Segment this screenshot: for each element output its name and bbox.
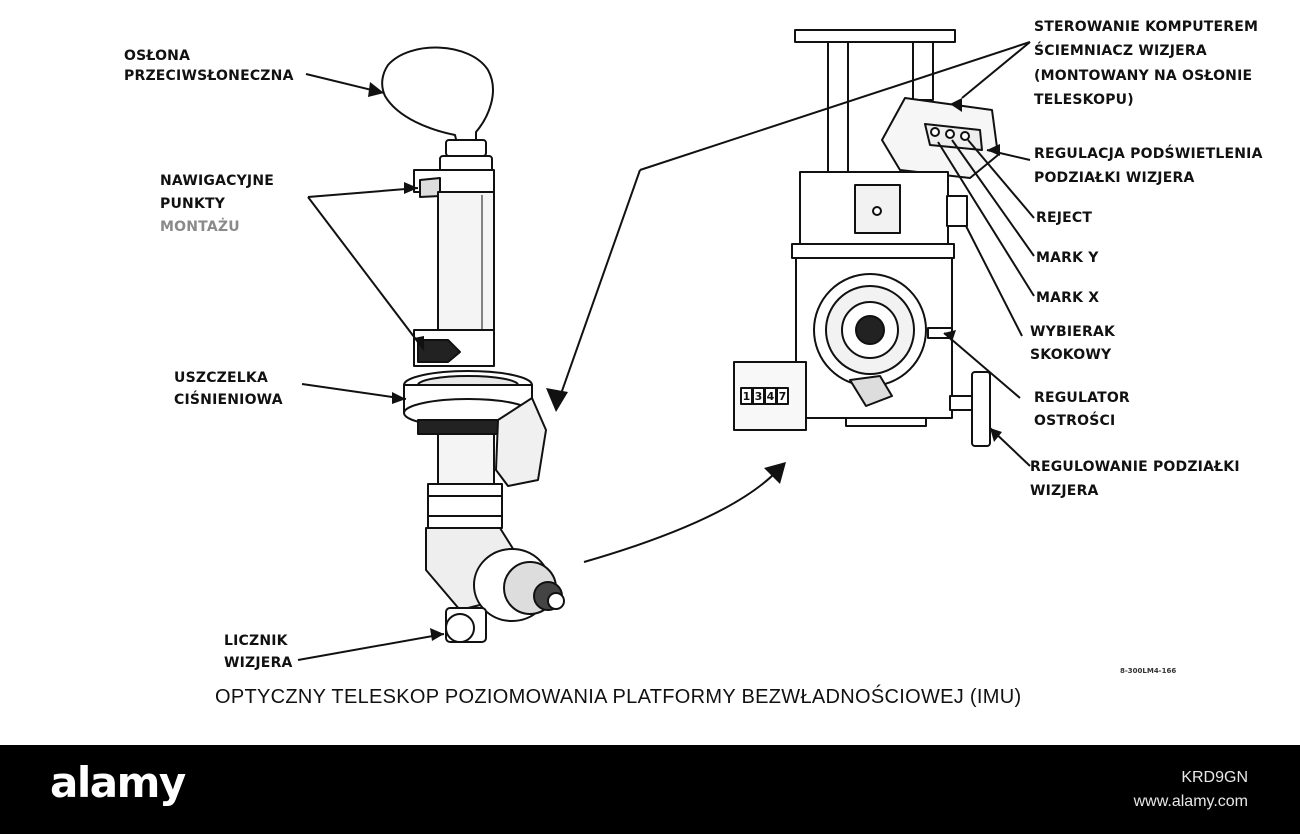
watermark-image-id: KRD9GN <box>1181 769 1248 786</box>
label-counter-line1: LICZNIK <box>224 633 288 649</box>
figure-caption: OPTYCZNY TELESKOP POZIOMOWANIA PLATFORMY… <box>215 686 1022 708</box>
watermark-bar <box>0 745 1300 834</box>
watermark-logo: alamy <box>50 758 186 807</box>
label-counter-line2: WIZJERA <box>224 655 293 671</box>
counter-digit-2: 3 <box>755 390 763 403</box>
leader-arrowhead-2 <box>546 388 568 412</box>
label-mount-points-line2: PUNKTY <box>160 196 226 212</box>
label-step-selector-line1: WYBIERAK <box>1030 324 1116 340</box>
leader-arrowhead-1 <box>368 82 384 97</box>
label-step-selector-line2: SKOKOWY <box>1030 347 1112 363</box>
label-computer-control-line3: (MONTOWANY NA OSŁONIE <box>1034 68 1253 84</box>
label-pressure-seal-line1: USZCZELKA <box>174 370 268 386</box>
eyepiece-detail <box>733 29 999 447</box>
counter-digit-1: 1 <box>743 390 751 403</box>
label-reticle-light-line1: REGULACJA PODŚWIETLENIA <box>1034 146 1263 162</box>
telescope-drawing: 1 3 4 7 <box>297 29 1035 661</box>
label-reticle-adjust-line2: WIZJERA <box>1030 483 1099 499</box>
watermark-url: www.alamy.com <box>1133 793 1248 810</box>
label-focus-line1: REGULATOR <box>1034 390 1130 406</box>
label-computer-control-line4: TELESKOPU) <box>1034 92 1134 108</box>
label-reject: REJECT <box>1036 210 1093 226</box>
label-mount-points-line1: NAWIGACYJNE <box>160 173 275 189</box>
telescope-assembly <box>381 46 565 643</box>
label-mark-y: MARK Y <box>1036 250 1099 266</box>
label-computer-control-line2: ŚCIEMNIACZ WIZJERA <box>1034 43 1207 59</box>
label-pressure-seal-line2: CIŚNIENIOWA <box>174 392 283 408</box>
leader-arrowhead-3 <box>764 462 786 484</box>
counter-digit-4: 7 <box>779 390 787 403</box>
counter-digit-3: 4 <box>767 390 775 403</box>
label-focus-line2: OSTROŚCI <box>1034 413 1116 429</box>
label-mount-points-line3: MONTAŻU <box>160 219 240 235</box>
drawing-code: 8-300LM4-166 <box>1120 667 1177 675</box>
sun-shade <box>381 46 494 149</box>
label-computer-control-line1: STEROWANIE KOMPUTEREM <box>1034 19 1259 35</box>
label-sun-shade-line1: OSŁONA <box>124 48 191 64</box>
label-reticle-light-line2: PODZIAŁKI WIZJERA <box>1034 170 1195 186</box>
label-reticle-adjust-line1: REGULOWANIE PODZIAŁKI <box>1030 459 1240 475</box>
label-sun-shade-line2: PRZECIWSŁONECZNA <box>124 68 294 84</box>
diagram-figure: 1 3 4 7 <box>124 19 1263 708</box>
label-mark-x: MARK X <box>1036 290 1100 306</box>
